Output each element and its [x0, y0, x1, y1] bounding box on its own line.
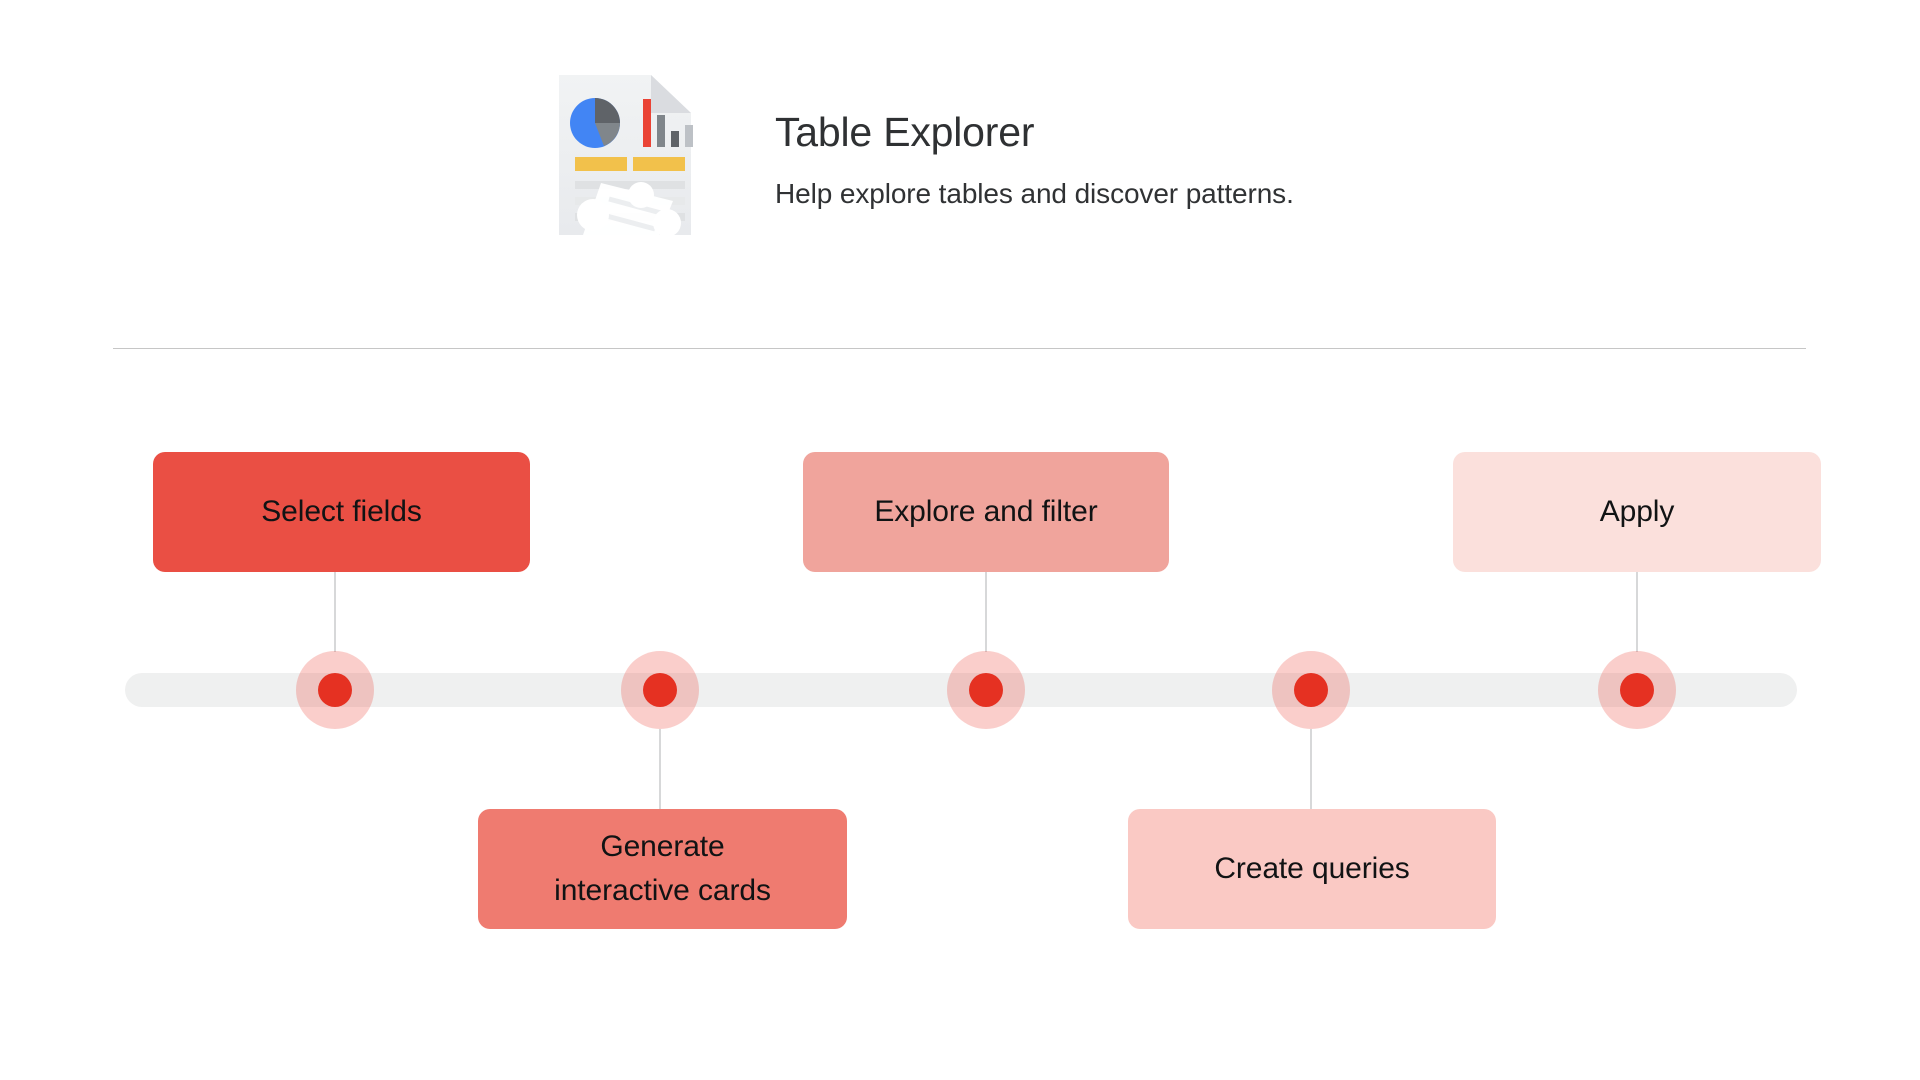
page-title: Table Explorer: [775, 108, 1035, 155]
timeline-step-label: Create queries: [1214, 852, 1410, 885]
timeline-dot[interactable]: [1294, 673, 1328, 707]
timeline-step-card-3[interactable]: Explore and filter: [803, 452, 1169, 572]
timeline-connector: [1636, 572, 1638, 652]
timeline-step-label: Apply: [1599, 495, 1675, 528]
timeline-step-label: Select fields: [261, 495, 422, 528]
timeline-step-label: Explore and filter: [874, 495, 1098, 528]
timeline-dot[interactable]: [318, 673, 352, 707]
page-subtitle: Help explore tables and discover pattern…: [775, 177, 1294, 209]
timeline-connector: [334, 572, 336, 652]
timeline-step-card-1[interactable]: Select fields: [153, 452, 530, 572]
app-header: Table Explorer Help explore tables and d…: [113, 60, 1806, 260]
timeline-step-card-4[interactable]: Create queries: [1128, 809, 1496, 929]
timeline-step-card-2[interactable]: Generate interactive cards: [478, 809, 847, 929]
timeline-step-label: Generate interactive cards: [554, 830, 771, 907]
timeline-dot[interactable]: [643, 673, 677, 707]
timeline-connector: [659, 729, 661, 809]
timeline-step-card-5[interactable]: Apply: [1453, 452, 1821, 572]
report-document-icon: [559, 75, 693, 255]
header-divider: [113, 348, 1806, 349]
timeline-connector: [985, 572, 987, 652]
timeline-dot[interactable]: [1620, 673, 1654, 707]
app-header-text: Table Explorer Help explore tables and d…: [775, 108, 1294, 210]
app-icon-container: [545, 60, 725, 260]
timeline-dot[interactable]: [969, 673, 1003, 707]
timeline-connector: [1310, 729, 1312, 809]
timeline-track: [125, 673, 1797, 707]
